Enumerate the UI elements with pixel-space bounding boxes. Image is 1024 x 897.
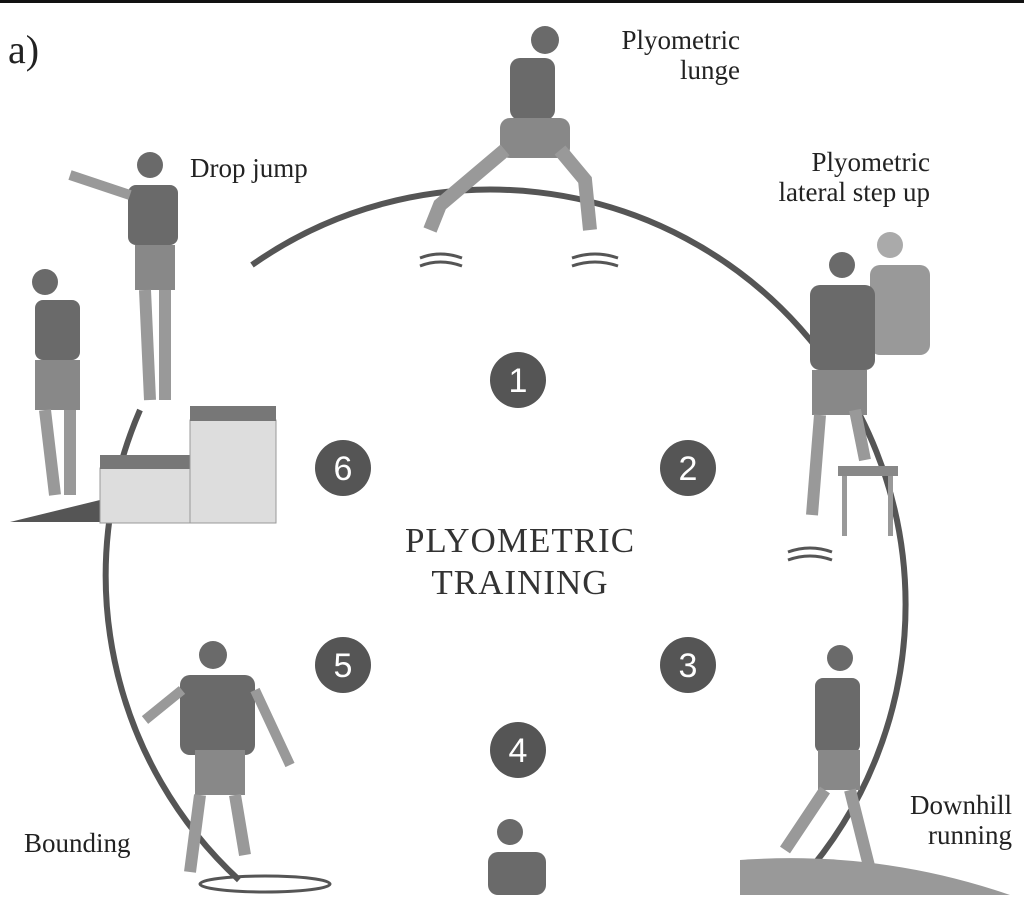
top-border (0, 0, 1024, 3)
label-downhill-running: Downhill running (880, 790, 1012, 850)
figure-drop-jump (68, 152, 178, 401)
badge-3-number: 3 (679, 647, 698, 685)
drop-jump-box (10, 406, 277, 524)
badge-1-number: 1 (509, 362, 528, 400)
badge-2-number: 2 (679, 450, 698, 488)
label-line: Plyometric (621, 25, 740, 55)
center-title-line1: PLYOMETRIC (404, 521, 636, 560)
label-drop-jump: Drop jump (190, 153, 308, 183)
step-badges: 1 2 3 4 5 6 (315, 352, 716, 778)
label-line: Downhill (909, 790, 1012, 820)
figure-downhill (780, 645, 876, 872)
downhill-slope (740, 858, 1010, 895)
bench (838, 466, 898, 536)
badge-2 (660, 440, 716, 496)
label-plyometric-lunge: Plyometric lunge (598, 25, 740, 85)
cycle-ring (250, 186, 909, 882)
label-lateral-step-up: Plyometric lateral step up (740, 147, 930, 207)
figure-bounding (141, 641, 295, 873)
badge-3 (660, 637, 716, 693)
impact-marks (198, 252, 833, 894)
badge-4 (490, 722, 546, 778)
figure-lunge (423, 26, 597, 233)
label-line: running (928, 820, 1012, 851)
label-line: Plyometric (811, 147, 930, 177)
badge-1 (490, 352, 546, 408)
center-title: PLYOMETRIC TRAINING (360, 520, 680, 604)
badge-5-number: 5 (334, 647, 353, 685)
athlete-figures (32, 26, 930, 895)
badge-6-number: 6 (334, 450, 353, 488)
panel-label: a) (8, 27, 40, 72)
label-line: lateral step up (778, 177, 930, 208)
figure-drop-jump-landing (32, 269, 80, 496)
figure-bottom (488, 819, 546, 895)
label-bounding: Bounding (24, 828, 131, 858)
label-line: lunge (680, 55, 740, 86)
figure-step-up (806, 232, 930, 516)
badge-5 (315, 637, 371, 693)
badge-4-number: 4 (509, 732, 528, 770)
center-title-line2: TRAINING (431, 563, 609, 602)
badge-6 (315, 440, 371, 496)
